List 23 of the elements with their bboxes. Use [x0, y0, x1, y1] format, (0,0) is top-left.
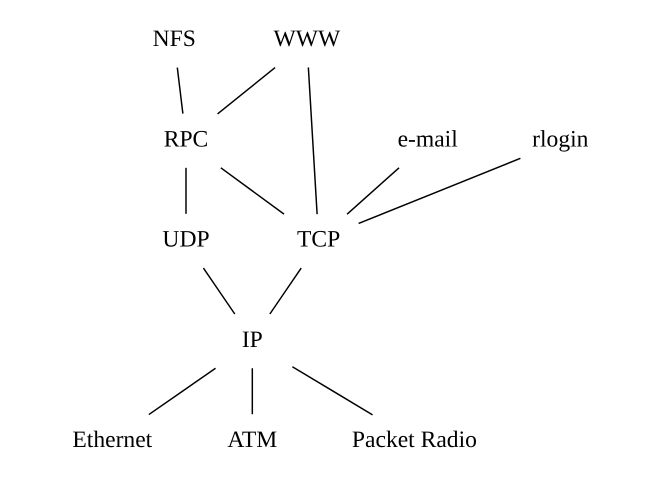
connector: [269, 268, 302, 314]
connector: [292, 366, 373, 416]
connector: [220, 167, 284, 215]
connector: [252, 368, 254, 414]
connector: [358, 158, 521, 224]
connector: [148, 368, 216, 416]
connector: [202, 268, 236, 314]
node-text: RPC: [164, 126, 208, 152]
node-text: Ethernet: [72, 427, 152, 454]
node-text: rlogin: [532, 126, 588, 152]
connector: [176, 68, 184, 114]
node-text: IP: [242, 326, 263, 353]
node-text: e-mail: [398, 126, 458, 152]
connector: [346, 167, 400, 215]
connector: [217, 67, 276, 115]
node-text: UDP: [162, 226, 210, 253]
node-text: TCP: [297, 226, 340, 253]
node-text: ATM: [227, 427, 278, 454]
node-text: NFS: [152, 26, 196, 52]
node-text: WWW: [273, 26, 340, 52]
connector: [308, 67, 318, 214]
connector: [185, 168, 187, 214]
node-text: Packet Radio: [352, 427, 477, 454]
